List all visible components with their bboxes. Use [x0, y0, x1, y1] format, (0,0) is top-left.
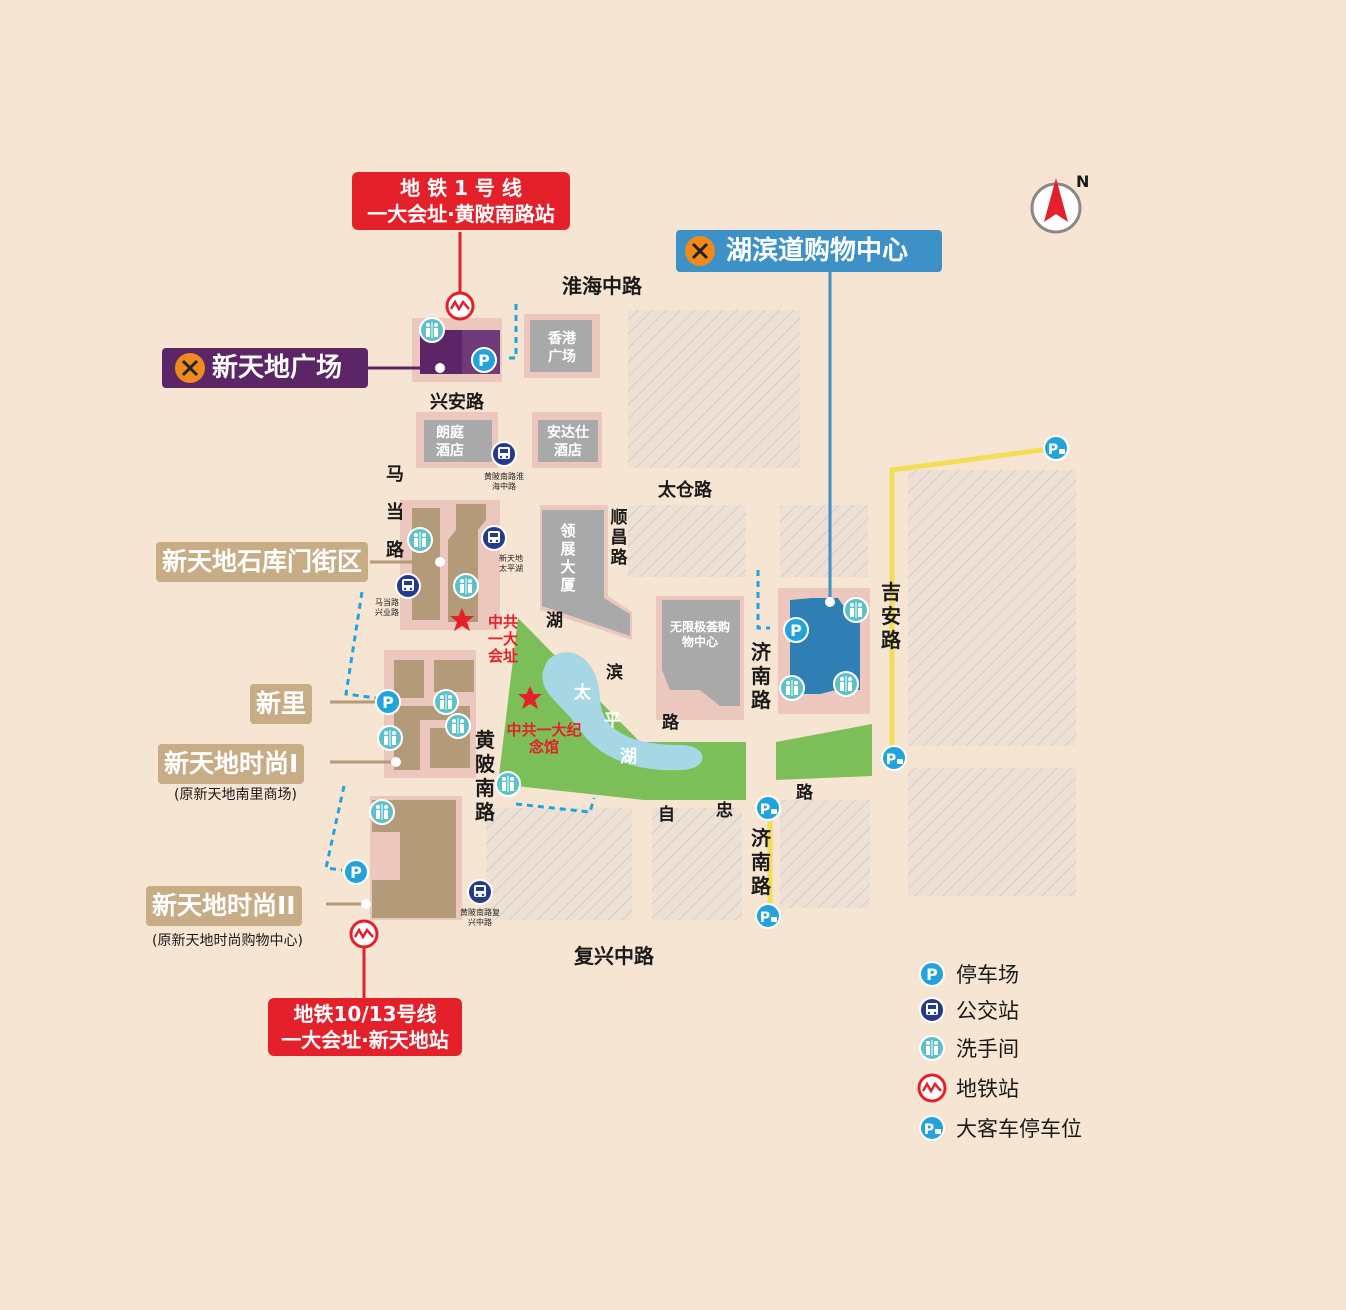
callout-lines [326, 232, 835, 1000]
legend-parking: 停车场 [956, 963, 1019, 987]
road-hubin-2: 滨 [606, 663, 623, 683]
hatched-blocks [486, 310, 1076, 920]
metro-line1-title: 地 铁 1 号 线 [400, 176, 522, 200]
star-icon [450, 608, 474, 631]
lake-label-3: 湖 [620, 747, 637, 767]
hubindao-building [790, 598, 860, 694]
coach-parking-icon[interactable] [755, 903, 781, 929]
hubindao-tag[interactable]: 湖滨道购物中心 [676, 230, 942, 272]
gray-buildings [424, 320, 740, 706]
style1-subtitle: (原新天地南里商场) [174, 787, 297, 803]
legend-restroom: 洗手间 [956, 1037, 1019, 1061]
bus-stop-icon[interactable] [481, 525, 507, 551]
bus-stop-icon[interactable] [467, 879, 493, 905]
style2-tag[interactable]: 新天地时尚II [146, 886, 302, 926]
lake-label-2: 平 [604, 711, 621, 731]
metro-line1-station: 一大会址·黄陂南路站 [367, 202, 555, 226]
style2-subtitle: (原新天地时尚购物中心) [152, 933, 303, 949]
road-shunchang: 顺昌路 [610, 508, 628, 568]
bus-label-huangpi-huaihai: 黄陂南路淮海中路 [484, 472, 524, 491]
restaurant-icon [685, 236, 715, 266]
metro-line1013-title: 地铁10/13号线 [293, 1002, 437, 1026]
bldg-langting: 朗庭酒店 [436, 425, 464, 459]
road-hubin-1: 湖 [546, 611, 563, 631]
bldg-andaz: 安达仕酒店 [547, 425, 589, 459]
parking-icon[interactable] [471, 347, 497, 373]
bldg-hongkong-plaza: 香港广场 [548, 331, 576, 365]
metro-line1013-callout[interactable]: 地铁10/13号线 一大会址·新天地站 [268, 998, 462, 1056]
parking-icon[interactable] [343, 859, 369, 885]
road-jian: 吉安路 [881, 580, 901, 652]
road-xingan: 兴安路 [430, 392, 484, 413]
legend-coach: 大客车停车位 [956, 1117, 1082, 1141]
shikumen-tag[interactable]: 新天地石库门街区 [156, 542, 369, 582]
style1-tag[interactable]: 新天地时尚I [158, 744, 305, 784]
road-zizhong-2: 忠 [716, 801, 733, 821]
parking-icon[interactable] [783, 617, 809, 643]
restroom-icon[interactable] [453, 573, 479, 599]
road-taicang: 太仓路 [658, 480, 712, 501]
restroom-icon[interactable] [369, 799, 395, 825]
coach-parking-icon[interactable] [1043, 435, 1069, 461]
legend-metro: 地铁站 [956, 1077, 1019, 1101]
road-madang: 马当路 [386, 464, 404, 561]
bus-label-huangpi-fuxing: 黄陂南路复兴中路 [460, 908, 500, 927]
taiping-park [498, 618, 872, 800]
metro-icon[interactable] [445, 291, 475, 321]
hubindao-label: 湖滨道购物中心 [726, 236, 909, 266]
bus-label-xintiandi-taipinghu: 新天地太平湖 [499, 554, 523, 573]
coach-parking-icon[interactable] [755, 795, 781, 821]
metro-line1-callout[interactable]: 地 铁 1 号 线 一大会址·黄陂南路站 [352, 172, 570, 230]
restroom-icon[interactable] [419, 317, 445, 343]
landmark-site: 中共一大会址 [487, 613, 518, 665]
restroom-icon[interactable] [843, 597, 869, 623]
bldg-lingzhan: 领展大厦 [560, 522, 576, 594]
parking-icon[interactable] [375, 689, 401, 715]
north-label: N [1076, 172, 1090, 191]
coach-route [889, 445, 1057, 760]
road-jinan-south: 济南路 [751, 826, 771, 898]
road-zizhong-3: 路 [796, 783, 813, 803]
road-jinan-north: 济南路 [751, 640, 771, 712]
bus-stop-icon[interactable] [395, 573, 421, 599]
restroom-icon[interactable] [407, 527, 433, 553]
lake [542, 652, 703, 771]
road-zizhong-1: 自 [658, 805, 675, 825]
xintiandi-plaza-label: 新天地广场 [212, 353, 343, 383]
xinli-tag[interactable]: 新里 [250, 684, 313, 724]
metro-line1013-station: 一大会址·新天地站 [281, 1028, 449, 1052]
restroom-icon[interactable] [833, 671, 859, 697]
metro-icon[interactable] [349, 919, 379, 949]
road-fuxing: 复兴中路 [574, 944, 654, 968]
restroom-icon[interactable] [495, 771, 521, 797]
coach-parking-icon[interactable] [881, 745, 907, 771]
landmark-memorial: 中共一大纪念馆 [506, 721, 582, 756]
road-huaihai: 淮海中路 [562, 274, 642, 298]
bus-label-madang-xingye: 马当路兴业路 [375, 598, 399, 617]
walking-routes [324, 304, 770, 872]
bldg-wuxian: 无限极荟购物中心 [669, 620, 730, 649]
road-huangpi: 黄陂南路 [475, 728, 495, 824]
restaurant-icon [175, 353, 205, 383]
compass-icon [1030, 178, 1082, 234]
restroom-icon[interactable] [377, 725, 403, 751]
road-hubin-3: 路 [662, 713, 679, 733]
star-icon [518, 686, 542, 709]
restroom-icon[interactable] [433, 689, 459, 715]
restroom-icon[interactable] [445, 713, 471, 739]
bus-stop-icon[interactable] [491, 441, 517, 467]
restroom-icon[interactable] [779, 675, 805, 701]
lake-label-1: 太 [574, 683, 591, 703]
legend-bus: 公交站 [956, 999, 1019, 1023]
